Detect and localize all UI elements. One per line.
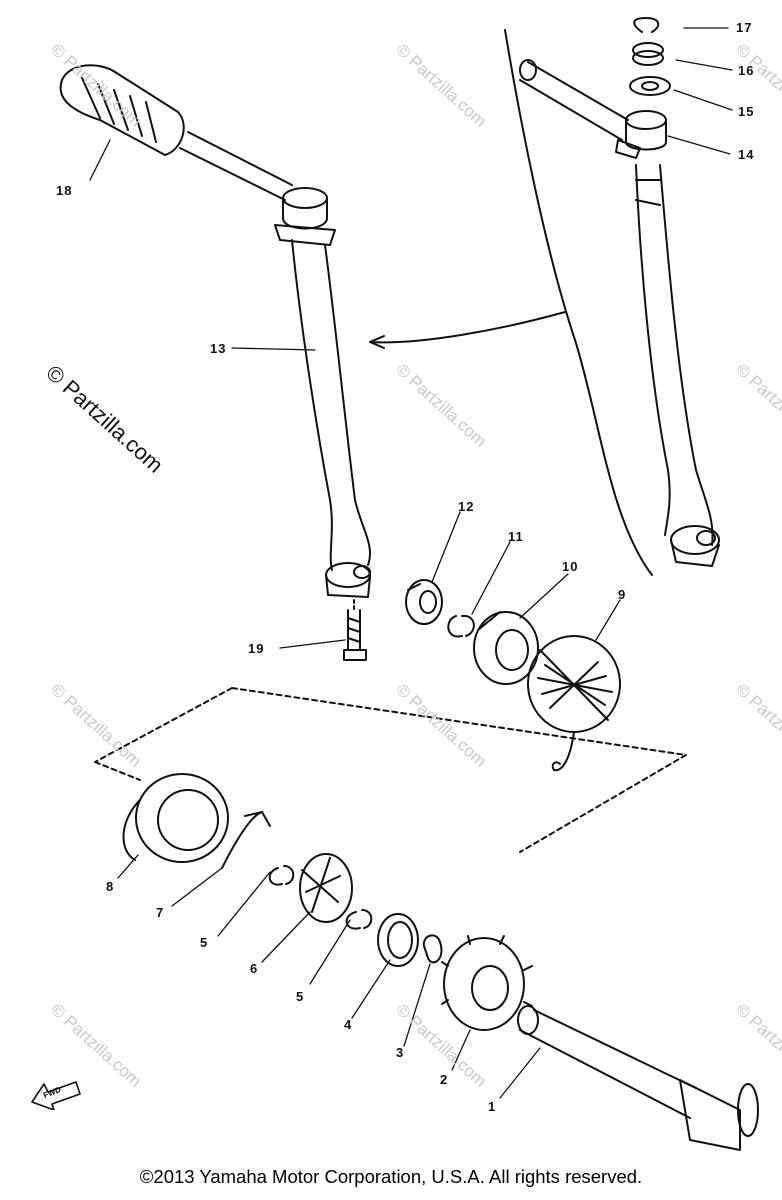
collar-16 <box>632 42 664 66</box>
callout-5: 5 <box>200 935 209 950</box>
kick-shaft <box>179 131 293 201</box>
kick-gear <box>441 935 533 1031</box>
callout-18: 18 <box>56 183 73 198</box>
pawl-clip <box>221 811 271 869</box>
callout-6: 6 <box>250 961 259 976</box>
callout-2: 2 <box>440 1072 449 1087</box>
pinch-bolt <box>343 609 367 661</box>
callout-1: 1 <box>488 1099 497 1114</box>
kick-grip <box>59 64 185 156</box>
callout-3: 3 <box>396 1045 405 1060</box>
thrust-washer <box>377 913 419 967</box>
copyright-notice: ©2013 Yamaha Motor Corporation, U.S.A. A… <box>139 1166 643 1187</box>
callout-13: 13 <box>210 341 227 356</box>
callout-12: 12 <box>458 499 475 514</box>
callout-5: 5 <box>296 989 305 1004</box>
circlip-5b <box>345 909 373 930</box>
oil-seal <box>405 579 443 625</box>
kick-arm <box>291 239 371 571</box>
circlip-17 <box>633 17 660 33</box>
callout-7: 7 <box>156 905 165 920</box>
callout-10: 10 <box>562 559 579 574</box>
kick-pivot <box>274 187 336 246</box>
torsion-spring <box>527 635 621 772</box>
callout-9: 9 <box>618 587 627 602</box>
callout-19: 19 <box>248 641 265 656</box>
reference-arrow <box>369 311 566 344</box>
circlip-11 <box>447 614 475 638</box>
callout-17: 17 <box>736 20 753 35</box>
parts-diagram <box>59 17 759 1151</box>
callout-4: 4 <box>344 1017 353 1032</box>
assembly-guide <box>94 687 687 853</box>
callout-15: 15 <box>738 104 755 119</box>
callout-14: 14 <box>738 147 755 162</box>
friction-clip <box>422 934 443 964</box>
kick-arm-eye <box>325 562 371 598</box>
inset-shaft <box>519 61 629 141</box>
callout-8: 8 <box>106 879 115 894</box>
circlip-5a <box>268 865 295 886</box>
inset-arm <box>635 164 714 546</box>
callout-11: 11 <box>508 529 524 544</box>
inset-boundary <box>504 29 653 576</box>
kick-axle <box>517 1005 759 1151</box>
spring-guide <box>473 611 539 685</box>
washer-15 <box>629 76 671 96</box>
forward-arrow-icon <box>31 1081 81 1110</box>
inset-collar <box>615 110 667 159</box>
kick-housing <box>122 773 229 863</box>
inset-arm-eye <box>670 525 720 567</box>
callout-16: 16 <box>738 63 755 78</box>
ratchet-wheel <box>299 853 353 923</box>
